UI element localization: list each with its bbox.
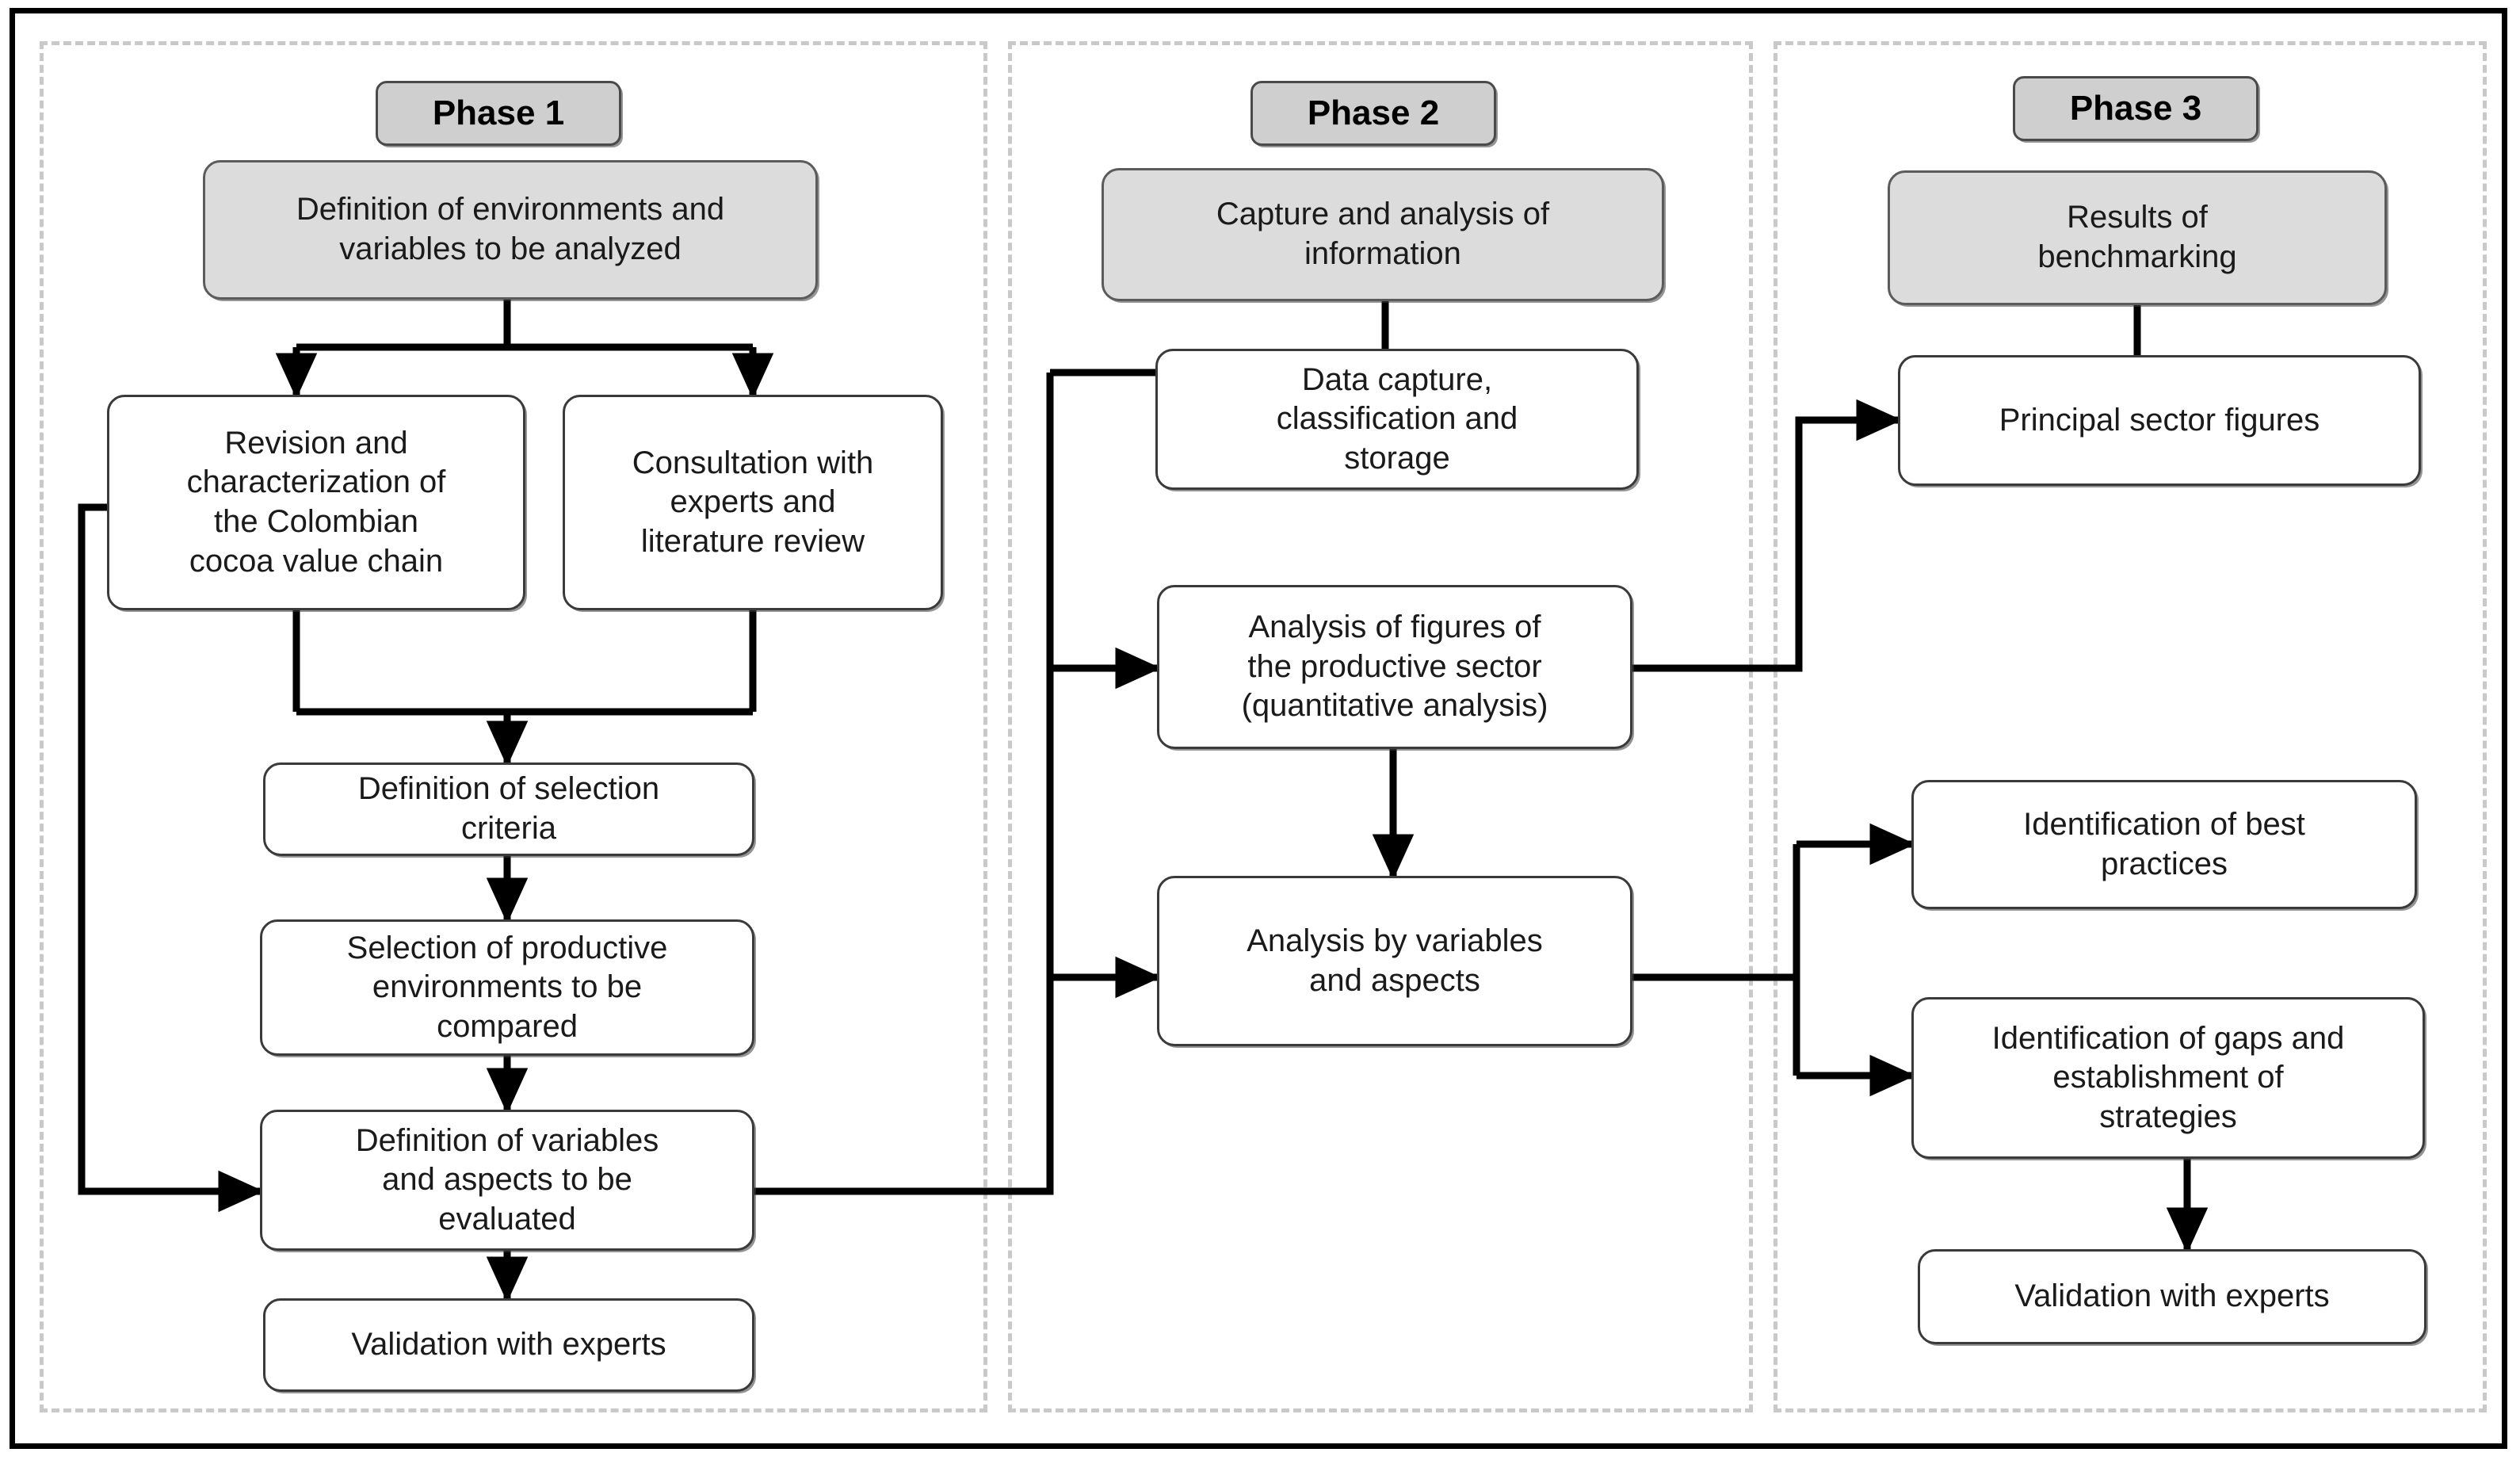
node-line: characterization of — [186, 464, 446, 500]
diagram-outer-frame — [10, 8, 2507, 1449]
node-line: classification and — [1276, 401, 1518, 437]
node-line: cocoa value chain — [189, 543, 444, 579]
node-line: Analysis of figures of — [1248, 610, 1541, 645]
node-line: and aspects to be — [382, 1162, 632, 1198]
node-line: Definition of environments and — [296, 192, 725, 227]
node-definition-variables-aspects: Definition of variables and aspects to b… — [260, 1110, 754, 1251]
node-line: Validation with experts — [351, 1327, 666, 1363]
node-line: benchmarking — [2037, 239, 2237, 274]
node-identification-gaps-strategies: Identification of gaps and establishment… — [1911, 997, 2425, 1159]
node-identification-best-practices: Identification of best practices — [1911, 780, 2417, 909]
node-line: environments to be — [372, 969, 643, 1005]
node-selection-productive-environments: Selection of productive environments to … — [260, 919, 754, 1056]
node-line: Revision and — [224, 425, 408, 461]
node-line: establishment of — [2052, 1060, 2284, 1095]
node-analysis-by-variables-aspects: Analysis by variables and aspects — [1157, 876, 1632, 1046]
node-line: Definition of variables — [355, 1122, 659, 1158]
node-line: Consultation with — [632, 445, 874, 480]
node-p1-validation-with-experts: Validation with experts — [263, 1298, 754, 1392]
node-line: (quantitative analysis) — [1241, 688, 1548, 724]
node-line: evaluated — [438, 1201, 576, 1236]
node-principal-sector-figures: Principal sector figures — [1898, 355, 2421, 486]
node-line: the productive sector — [1247, 648, 1542, 684]
node-line: Data capture, — [1301, 361, 1493, 397]
node-definition-of-environments: Definition of environments and variables… — [203, 160, 818, 300]
node-results-of-benchmarking: Results of benchmarking — [1888, 170, 2387, 305]
node-line: Capture and analysis of — [1216, 197, 1550, 232]
node-line: Principal sector figures — [1999, 402, 2320, 438]
node-line: literature review — [640, 523, 865, 559]
node-line: practices — [2100, 846, 2228, 881]
node-line: compared — [437, 1008, 578, 1044]
node-p3-validation-with-experts: Validation with experts — [1918, 1249, 2426, 1344]
phase-1-label: Phase 1 — [376, 81, 621, 146]
node-line: and aspects — [1309, 962, 1480, 998]
node-line: Validation with experts — [2014, 1278, 2330, 1314]
node-line: strategies — [2099, 1099, 2237, 1134]
node-line: Results of — [2067, 200, 2208, 235]
node-line: criteria — [460, 811, 557, 846]
node-data-capture-classification-storage: Data capture, classification and storage — [1155, 349, 1639, 490]
node-line: Definition of selection — [357, 771, 660, 807]
node-line: storage — [1344, 440, 1450, 476]
node-line: experts and — [670, 484, 836, 520]
node-line: Analysis by variables — [1247, 923, 1543, 958]
phase-2-label: Phase 2 — [1250, 81, 1496, 146]
phase-3-panel — [1774, 41, 2487, 1412]
node-consultation-experts-literature: Consultation with experts and literature… — [563, 395, 943, 610]
node-line: variables to be analyzed — [339, 231, 682, 266]
node-line: Identification of best — [2023, 806, 2305, 842]
node-line: Identification of gaps and — [1991, 1020, 2345, 1056]
phase-3-label: Phase 3 — [2013, 76, 2258, 141]
node-line: information — [1304, 236, 1461, 271]
node-line: Selection of productive — [346, 930, 668, 965]
node-revision-characterization: Revision and characterization of the Col… — [107, 395, 525, 610]
node-analysis-figures-productive-sector: Analysis of figures of the productive se… — [1157, 585, 1632, 749]
node-capture-analysis-information: Capture and analysis of information — [1102, 168, 1664, 301]
node-definition-selection-criteria: Definition of selection criteria — [263, 762, 754, 856]
node-line: the Colombian — [214, 504, 418, 539]
